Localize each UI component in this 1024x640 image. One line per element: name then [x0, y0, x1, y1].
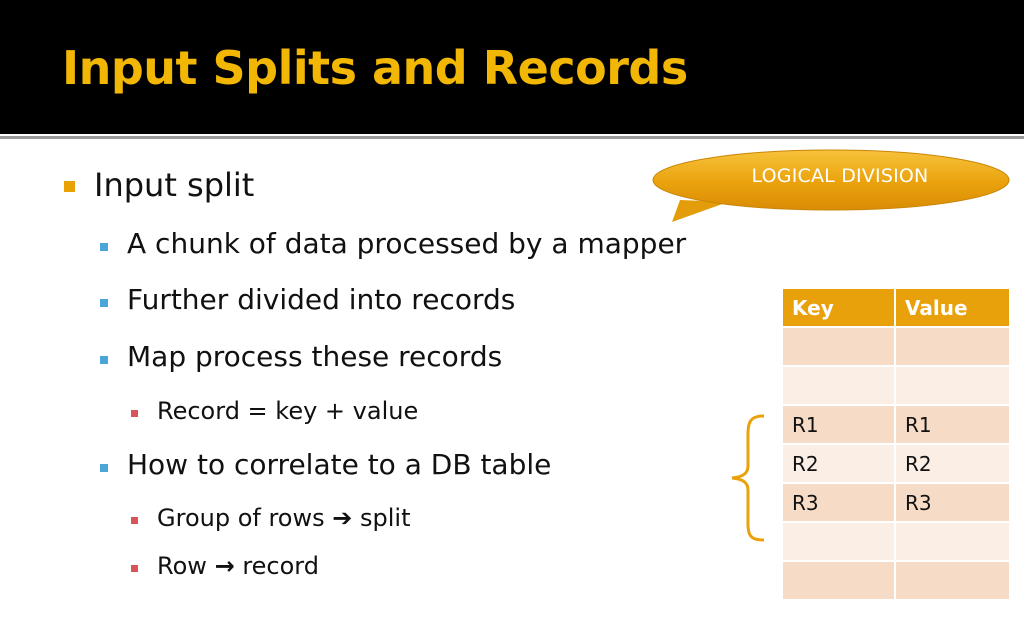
bullet-input-split: Input split	[94, 166, 255, 204]
curly-brace-icon	[731, 414, 765, 542]
table-cell-value	[894, 560, 1011, 601]
table-cell-key	[781, 560, 896, 601]
slide-title: Input Splits and Records	[62, 41, 688, 95]
table-row: R1 R1	[781, 404, 1011, 445]
bullet-marker-red	[131, 565, 138, 572]
callout-label: LOGICAL DIVISION	[751, 165, 929, 187]
table-row	[781, 365, 1011, 406]
speech-bubble-icon	[652, 149, 1010, 222]
table-cell-value: R3	[894, 482, 1011, 523]
title-band	[0, 0, 1024, 134]
table-cell-key: R2	[781, 443, 896, 484]
table-cell-value	[894, 326, 1011, 367]
table-cell-value: R2	[894, 443, 1011, 484]
bullet-marker-blue	[100, 464, 108, 472]
bullet-marker-red	[131, 410, 138, 417]
group-rows-text: Group of rows	[157, 504, 325, 532]
table-cell-value: R1	[894, 404, 1011, 445]
table-cell-value	[894, 365, 1011, 406]
bullet-divided: Further divided into records	[127, 283, 516, 316]
split-text: split	[360, 504, 411, 532]
bullet-group-rows: Group of rows ➔ split	[157, 504, 411, 532]
table-row	[781, 521, 1011, 562]
table-cell-key	[781, 521, 896, 562]
table-cell-value	[894, 521, 1011, 562]
row-text: Row	[157, 552, 207, 580]
bullet-marker-orange	[64, 181, 75, 192]
title-divider	[0, 134, 1024, 142]
table-row: R3 R3	[781, 482, 1011, 523]
header-value: Value	[894, 287, 1011, 328]
record-text: record	[242, 552, 319, 580]
bullet-marker-blue	[100, 356, 108, 364]
bullet-correlate: How to correlate to a DB table	[127, 448, 552, 481]
table-row	[781, 326, 1011, 367]
right-arrow-icon: →	[214, 552, 235, 580]
bullet-list: Input split A chunk of data processed by…	[64, 166, 687, 580]
header-key: Key	[781, 287, 896, 328]
bullet-marker-blue	[100, 243, 108, 251]
table-cell-key: R3	[781, 482, 896, 523]
table-row: R2 R2	[781, 443, 1011, 484]
bullet-map-process: Map process these records	[127, 340, 503, 373]
table-cell-key	[781, 326, 896, 367]
table-header-row: Key Value	[781, 287, 1011, 328]
table-cell-key: R1	[781, 404, 896, 445]
bullet-marker-blue	[100, 299, 108, 307]
bullet-row-record: Row → record	[157, 552, 319, 580]
right-arrow-icon: ➔	[332, 504, 353, 532]
bullet-record-eq: Record = key + value	[157, 397, 419, 425]
logical-division-callout: LOGICAL DIVISION	[650, 148, 1012, 226]
key-value-table: Key Value R1 R1 R2 R2 R3 R3	[781, 287, 1011, 601]
bullet-marker-red	[131, 517, 138, 524]
table-row	[781, 560, 1011, 601]
table-cell-key	[781, 365, 896, 406]
bullet-chunk: A chunk of data processed by a mapper	[127, 227, 687, 260]
